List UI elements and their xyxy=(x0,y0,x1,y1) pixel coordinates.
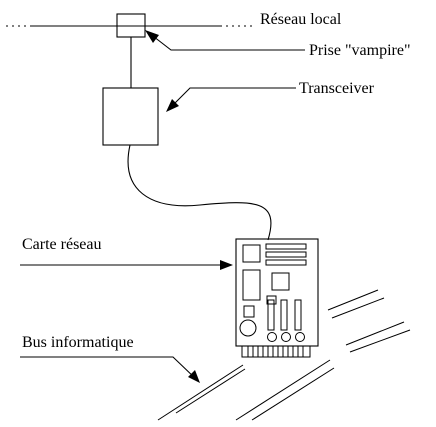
label-vampire-tap: Prise "vampire" xyxy=(309,42,410,59)
card-pointer-arrow xyxy=(20,260,233,270)
label-computer-bus: Bus informatique xyxy=(22,334,134,351)
label-network-card: Carte réseau xyxy=(22,236,102,253)
network-card xyxy=(235,238,319,358)
tap-pointer-arrow xyxy=(145,30,305,51)
transceiver-pointer-arrow xyxy=(166,87,296,112)
edge-connector-pins xyxy=(247,346,304,357)
transceiver-box xyxy=(102,87,159,146)
transceiver-to-card-cable xyxy=(127,144,272,241)
label-local-network: Réseau local xyxy=(260,11,342,28)
label-transceiver: Transceiver xyxy=(299,80,375,97)
computer-bus xyxy=(157,289,411,421)
bus-pointer-arrow xyxy=(20,356,200,383)
